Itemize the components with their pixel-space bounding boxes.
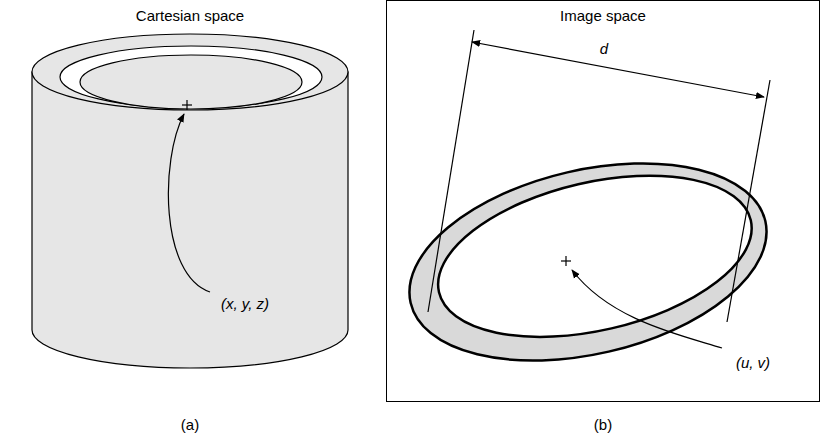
panel-title: Cartesian space xyxy=(136,7,244,24)
extension-line xyxy=(428,30,474,312)
image-frame: Image space xyxy=(386,0,820,402)
extension-line xyxy=(727,80,770,322)
white-ring xyxy=(60,46,322,108)
coordinate-label: (u, v) xyxy=(736,354,770,371)
pointer-arrow xyxy=(168,114,210,292)
panel-caption: (b) xyxy=(594,416,612,433)
center-mark xyxy=(182,100,192,110)
inner-disc xyxy=(80,55,302,109)
panel-caption: (a) xyxy=(181,416,199,433)
cylinder-body xyxy=(32,72,348,368)
projected-ring xyxy=(390,131,786,392)
dimension-label: d xyxy=(600,40,608,57)
dimension-line xyxy=(472,42,764,97)
coordinate-label: (x, y, z) xyxy=(221,295,269,312)
cylinder-top xyxy=(32,34,348,110)
center-mark xyxy=(561,256,571,266)
pointer-arrow xyxy=(572,270,722,348)
panel-title: Image space xyxy=(387,1,819,24)
